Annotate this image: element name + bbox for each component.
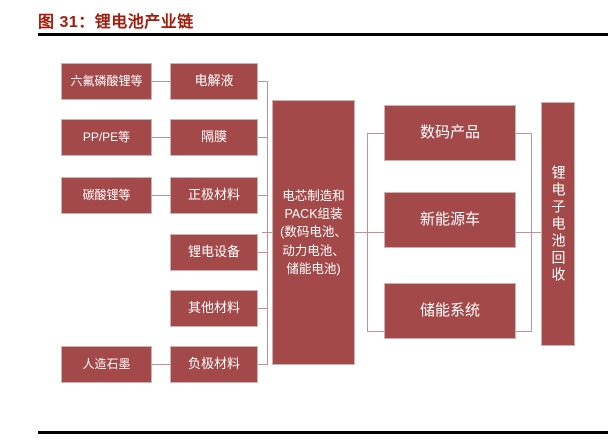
connector-bus-left [267, 81, 268, 365]
node-raw-material-1[interactable]: 六氟磷酸锂等 [61, 63, 152, 100]
connector-rm2-cp2 [152, 137, 170, 138]
connector-bus-to-manufacturing [262, 232, 272, 233]
connector-bus-ap1 [367, 133, 384, 134]
node-raw-material-2[interactable]: PP/PE等 [61, 119, 152, 156]
node-label: 电芯制造和PACK组装(数码电池、动力电池、储能电池) [280, 189, 347, 276]
connector-ap2-recycle [516, 232, 532, 233]
node-label: 正极材料 [187, 187, 240, 203]
connector-cp1-bus [258, 81, 268, 82]
node-component-5[interactable]: 其他材料 [170, 290, 258, 327]
connector-rm4-cp6 [152, 364, 170, 365]
connector-cp5-bus [258, 308, 268, 309]
node-component-3[interactable]: 正极材料 [170, 177, 258, 214]
connector-cp6-bus [258, 364, 268, 365]
node-label: 六氟磷酸锂等 [70, 74, 143, 88]
connector-recycle-bus-to-box [531, 232, 542, 233]
connector-cp4-bus [258, 252, 268, 253]
node-label: 数码产品 [419, 123, 480, 141]
title-rule-top [38, 33, 608, 36]
connector-rm3-cp3 [152, 195, 170, 196]
node-label: 隔膜 [200, 129, 227, 145]
connector-rm1-cp1 [152, 81, 170, 82]
connector-cp3-bus [258, 195, 268, 196]
connector-manufacturing-to-bus-right [355, 232, 368, 233]
node-component-2[interactable]: 隔膜 [170, 119, 258, 156]
node-recycling[interactable]: 锂电子电池回收 [541, 102, 575, 346]
node-label: 负极材料 [187, 356, 240, 372]
node-component-6[interactable]: 负极材料 [170, 346, 258, 383]
node-manufacturing[interactable]: 电芯制造和PACK组装(数码电池、动力电池、储能电池) [272, 100, 355, 365]
node-label: 其他材料 [187, 300, 240, 316]
node-application-2[interactable]: 新能源车 [384, 192, 516, 248]
node-label: 锂电设备 [187, 244, 240, 260]
node-label: 储能系统 [419, 301, 480, 319]
node-label: 电解液 [194, 73, 234, 89]
node-label: 人造石墨 [82, 357, 131, 371]
node-label: 锂电子电池回收 [550, 164, 567, 284]
connector-bus-ap2 [367, 232, 384, 233]
connector-cp2-bus [258, 137, 268, 138]
node-raw-material-3[interactable]: 碳酸锂等 [61, 177, 152, 214]
node-label: 碳酸锂等 [82, 188, 131, 202]
connector-ap1-recycle [516, 133, 532, 134]
title-rule-bottom [38, 431, 608, 434]
node-component-1[interactable]: 电解液 [170, 63, 258, 100]
node-raw-material-4[interactable]: 人造石墨 [61, 346, 152, 383]
node-application-1[interactable]: 数码产品 [384, 105, 516, 161]
connector-bus-ap3 [367, 331, 384, 332]
connector-ap3-recycle [516, 331, 532, 332]
node-label: 新能源车 [419, 210, 480, 228]
node-component-4[interactable]: 锂电设备 [170, 234, 258, 271]
figure-title: 图 31：锂电池产业链 [38, 14, 194, 31]
node-application-3[interactable]: 储能系统 [384, 283, 516, 339]
node-label: PP/PE等 [82, 130, 131, 144]
